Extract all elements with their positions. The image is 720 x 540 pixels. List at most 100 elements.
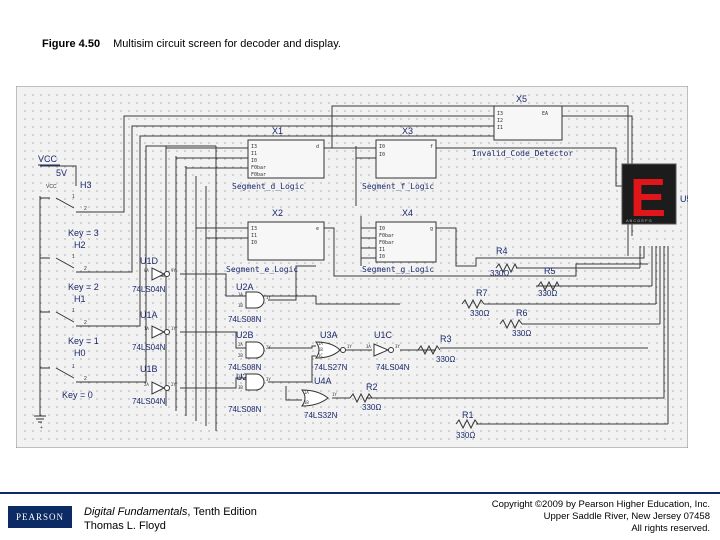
key-label: Key = 2 [68, 282, 99, 292]
book-edition: , Tenth Edition [187, 506, 257, 518]
pin-label: 9Y [171, 268, 176, 273]
switch-pin: 2 [84, 206, 87, 212]
key-label: Key = 0 [62, 390, 93, 400]
seven-segment-display-u5[interactable]: E A B C D E F G U5 [621, 163, 688, 228]
resistor-value: 330Ω [456, 431, 475, 440]
pin-label: 3Y [266, 377, 271, 382]
resistor-value: 330Ω [362, 403, 381, 412]
pin-label: I3 [497, 111, 503, 117]
pin-label: F0bar [379, 233, 394, 239]
display-body [621, 163, 677, 225]
book-author: Thomas L. Floyd [84, 520, 166, 532]
pin-label: 1Y [266, 295, 271, 300]
pin-label: 3A [238, 374, 243, 379]
subcircuit-x2[interactable]: X2 I3 I1 I0 e Segment_e_Logic [226, 208, 325, 274]
output-pin-label: EA [542, 111, 548, 117]
inverter-u1c[interactable]: U1C 3A 3Y 74LS04N [366, 330, 410, 372]
key-switch-h2[interactable]: H2 1 2 Key = 2 [40, 240, 99, 292]
subcircuit-ref: X1 [272, 126, 283, 136]
resistor-r7[interactable]: R7 330Ω [461, 288, 489, 318]
key-switch-h3[interactable]: H3 1 2 Key = 3 [40, 180, 99, 238]
pin-label: I0 [379, 144, 385, 150]
pin-label: 1A [304, 390, 309, 395]
pin-label: 1Y [171, 326, 176, 331]
resistor-value: 330Ω [512, 329, 531, 338]
resistor-r5[interactable]: R5 330Ω [537, 266, 560, 298]
pin-label: 1B [318, 347, 323, 352]
gate-part: 74LS27N [314, 363, 348, 372]
pearson-logo-text: PEARSON [15, 512, 64, 522]
book-title: Digital Fundamentals [84, 506, 188, 518]
output-pin-label: g [430, 226, 433, 232]
inverter-u1b[interactable]: U1B 2A 2Y 74LS04N [132, 364, 176, 406]
key-ref: H1 [74, 294, 86, 304]
gate-part: 74LS04N [132, 343, 166, 352]
vcc-label: VCC [38, 154, 58, 164]
pin-label: 1A [144, 326, 149, 331]
key-switch-h1[interactable]: H1 1 2 Key = 1 [40, 294, 99, 346]
switch-pin: 1 [72, 364, 75, 370]
pin-label: 1B [238, 303, 243, 308]
figure-number: Figure 4.50 [42, 38, 101, 50]
copyright-line-3: All rights reserved. [631, 523, 710, 534]
gate-part: 74LS08N [228, 315, 262, 324]
nor-gate-u3a[interactable]: U3A 1A 1B 1C 1Y 74LS27N [314, 330, 352, 372]
gate-part: 74LS04N [132, 285, 166, 294]
pin-label: 3B [238, 385, 243, 390]
pin-label: I2 [497, 118, 503, 124]
switch-pin: 2 [84, 376, 87, 382]
switch-pin: 1 [72, 308, 75, 314]
resistor-value: 330Ω [538, 289, 557, 298]
and-gate-u2b[interactable]: U2B 2A 2B 2Y 74LS08N [228, 330, 271, 372]
copyright-line-1: Copyright ©2009 by Pearson Higher Educat… [491, 499, 710, 510]
pin-label: 1Y [347, 344, 352, 349]
subcircuit-ref: X2 [272, 208, 283, 218]
resistor-r3[interactable]: R3 330Ω [417, 334, 455, 364]
gate-ref: U2A [236, 282, 254, 292]
display-ref: U5 [680, 194, 688, 204]
pin-label: I1 [251, 151, 257, 157]
key-ref: H0 [74, 348, 86, 358]
pin-label: 2Y [266, 345, 271, 350]
pin-label: 9A [144, 268, 149, 273]
resistor-r6[interactable]: R6 330Ω [499, 308, 531, 338]
subcircuit-name: Segment_d_Logic [232, 182, 304, 191]
inverter-u1a[interactable]: U1A 1A 1Y 74LS04N [132, 310, 176, 352]
multisim-schematic: VCC 5V VCC + H3 1 2 Key = 3 H2 1 2 Key =… [16, 86, 688, 448]
pin-label: I0 [379, 254, 385, 260]
ground-tag: + [40, 425, 43, 431]
resistor-ref: R4 [496, 246, 508, 256]
resistor-r1[interactable]: R1 330Ω [455, 410, 479, 440]
subcircuit-name: Invalid_Code_Detector [472, 149, 573, 158]
gate-part: 74LS04N [132, 397, 166, 406]
subcircuit-ref: X5 [516, 94, 527, 104]
gate-ref: U2B [236, 330, 254, 340]
resistor-r4[interactable]: R4 330Ω [490, 246, 518, 278]
subcircuit-ref: X4 [402, 208, 413, 218]
output-pin-label: f [430, 144, 433, 150]
ground-symbol: + [34, 415, 46, 431]
vcc-voltage: 5V [56, 168, 67, 178]
subcircuit-x4[interactable]: X4 I0 F0bar F0bar I1 I0 g Segment_g_Logi… [362, 208, 437, 274]
vcc-small-tag: VCC [46, 184, 57, 190]
pin-label: F0bar [251, 172, 266, 178]
pin-label: I3 [251, 144, 257, 150]
resistor-r2[interactable]: R2 330Ω [349, 382, 381, 412]
pin-label: I1 [497, 125, 503, 131]
gate-ref: U1C [374, 330, 393, 340]
resistor-ref: R1 [462, 410, 474, 420]
inverter-u1d[interactable]: U1D 9A 9Y 74LS04N [132, 256, 176, 294]
key-switch-h0[interactable]: H0 1 2 Key = 0 [40, 348, 93, 400]
resistor-ref: R5 [544, 266, 556, 276]
subcircuit-x3[interactable]: X3 I0 I0 f Segment_f_Logic [362, 126, 437, 191]
subcircuit-x5[interactable]: X5 I3 I2 I1 EA Invalid_Code_Detector [472, 94, 573, 158]
subcircuit-x1[interactable]: X1 I3 I1 I0 F0bar F0bar d Segment_d_Logi… [232, 126, 325, 191]
gate-ref: U3A [320, 330, 338, 340]
pin-label: 3Y [395, 344, 400, 349]
or-gate-u4a[interactable]: U4A 1A 1B 1Y 74LS32N [301, 376, 338, 420]
and-gate-u2a[interactable]: U2A 1A 1B 1Y 74LS08N [228, 282, 271, 324]
resistor-value: 330Ω [490, 269, 509, 278]
subcircuit-name: Segment_e_Logic [226, 265, 298, 274]
key-ref: H3 [80, 180, 92, 190]
and-gate-u2c[interactable]: U2C 3A 3B 3Y 74LS08N [228, 372, 271, 414]
